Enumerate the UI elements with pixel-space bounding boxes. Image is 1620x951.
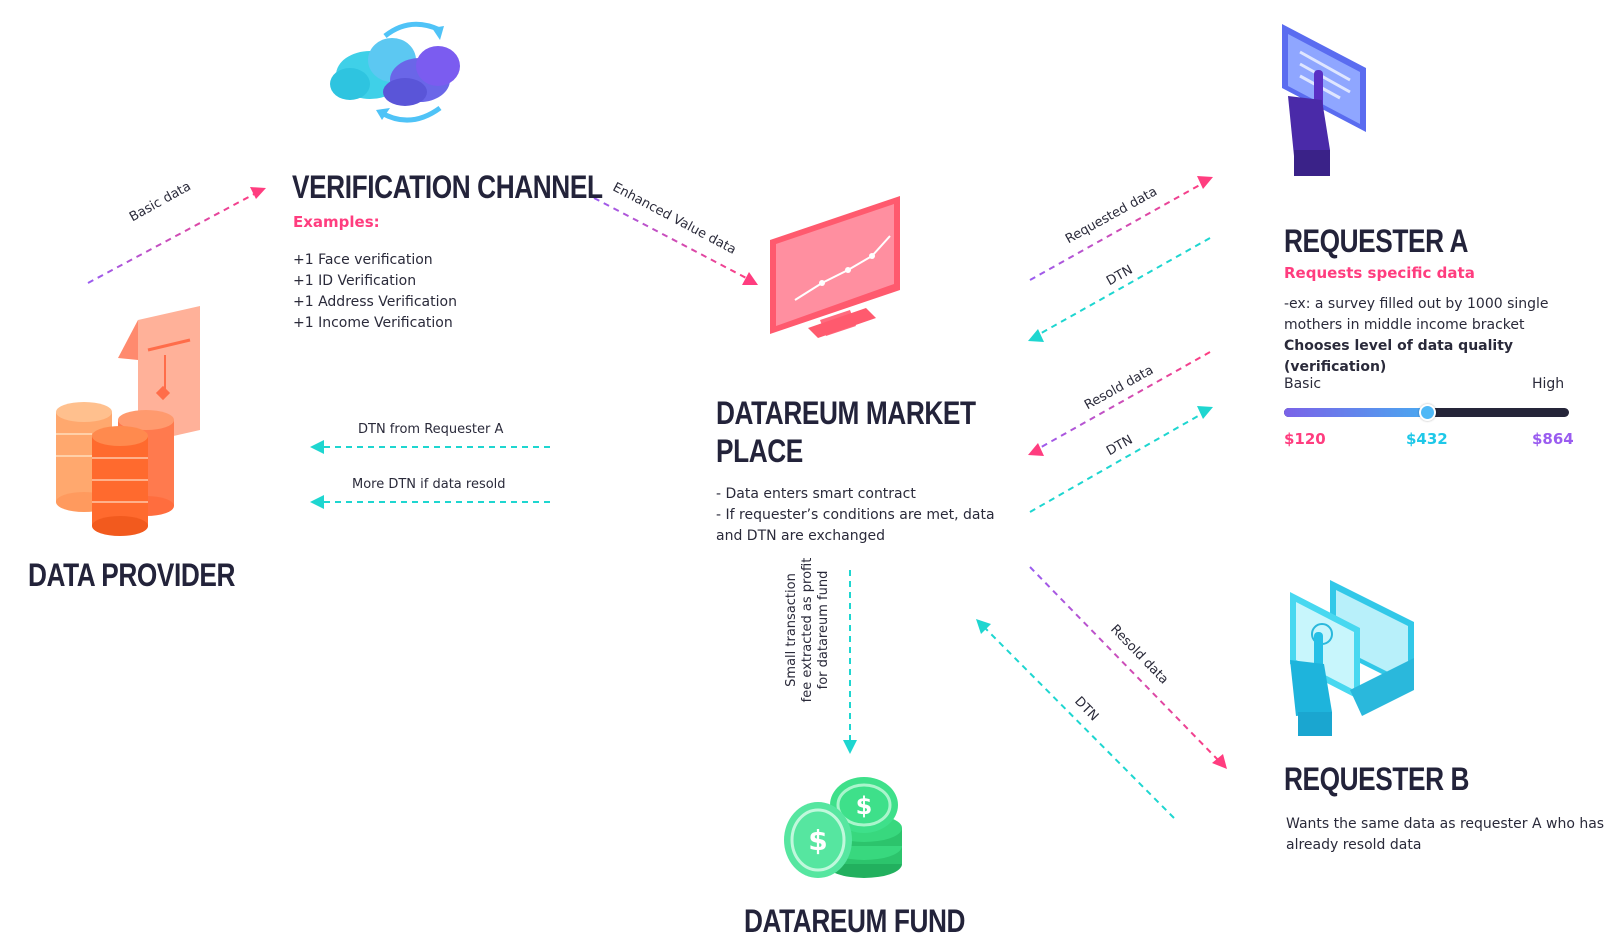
requester-b-title: REQUESTER B xyxy=(1284,761,1470,797)
coin-stack-icon: $ $ xyxy=(784,777,902,878)
verification-examples-list: +1 Face verification +1 ID Verification … xyxy=(293,250,457,334)
database-document-icon xyxy=(56,306,200,536)
verification-channel-title: VERIFICATION CHANNEL xyxy=(292,169,603,205)
arrow-more-dtn xyxy=(310,495,550,509)
marketplace-desc-line: - Data enters smart contract xyxy=(716,486,916,502)
arrow-resold-a-to-market xyxy=(1028,351,1211,456)
fee-line-1: Small transaction xyxy=(784,573,799,687)
label-transaction-fee: Small transaction fee extracted as profi… xyxy=(784,540,832,720)
touch-laptop-icon xyxy=(1290,580,1414,736)
label-dtn-from-requester-a: DTN from Requester A xyxy=(358,422,504,437)
price-mid: $432 xyxy=(1406,430,1448,448)
arrow-requested-data xyxy=(1029,176,1213,281)
requester-a-title: REQUESTER A xyxy=(1284,223,1469,259)
cloud-sync-icon xyxy=(330,21,460,123)
verification-item: +1 Address Verification xyxy=(293,294,457,310)
verification-item: +1 Income Verification xyxy=(293,315,453,331)
fee-line-3: for datareum fund xyxy=(816,570,831,690)
price-basic: $120 xyxy=(1284,430,1326,448)
arrow-enhanced-value xyxy=(593,197,758,285)
marketplace-desc-line: - If requester’s conditions are met, dat… xyxy=(716,507,995,523)
marketplace-description: - Data enters smart contract - If reques… xyxy=(716,484,995,547)
label-more-dtn: More DTN if data resold xyxy=(352,477,506,492)
fee-line-2: fee extracted as profit xyxy=(800,557,815,703)
price-high: $864 xyxy=(1532,430,1574,448)
quality-slider-fill xyxy=(1284,408,1427,417)
marketplace-desc-line: and DTN are exchanged xyxy=(716,528,885,544)
requester-a-desc-line: -ex: a survey filled out by 1000 single xyxy=(1284,296,1549,312)
slider-min-label: Basic xyxy=(1284,376,1322,392)
requester-b-desc-line: Wants the same data as requester A who h… xyxy=(1286,816,1605,832)
svg-text:$: $ xyxy=(808,824,827,857)
requester-a-desc-line: Chooses level of data quality (verificat… xyxy=(1284,338,1514,375)
requester-b-desc-line: already resold data xyxy=(1286,837,1422,853)
svg-text:$: $ xyxy=(856,792,873,820)
requester-a-subtitle: Requests specific data xyxy=(1284,264,1475,282)
marketplace-title-line1: DATAREUM MARKET xyxy=(716,395,976,431)
data-provider-title: DATA PROVIDER xyxy=(28,557,236,593)
arrow-dtn-from-requester-a xyxy=(310,440,550,454)
arrow-basic-data xyxy=(87,187,266,284)
requester-a-desc-line: mothers in middle income bracket xyxy=(1284,317,1525,333)
arrow-transaction-fee xyxy=(843,570,857,754)
datareum-fund-title: DATAREUM FUND xyxy=(744,903,966,939)
arrow-dtn-market-to-a xyxy=(1029,406,1213,513)
requester-a-description: -ex: a survey filled out by 1000 single … xyxy=(1284,294,1604,378)
arrow-resold-to-b xyxy=(1029,566,1227,769)
verification-examples-label: Examples: xyxy=(293,213,380,231)
verification-item: +1 ID Verification xyxy=(293,273,417,289)
arrow-dtn-b-to-market xyxy=(976,619,1175,819)
verification-item: +1 Face verification xyxy=(293,252,433,268)
marketplace-title-line2: PLACE xyxy=(716,433,803,469)
quality-slider[interactable] xyxy=(1284,404,1569,421)
requester-b-description: Wants the same data as requester A who h… xyxy=(1286,814,1606,856)
slider-max-label: High xyxy=(1532,376,1565,392)
touch-tablet-icon xyxy=(1282,24,1366,176)
quality-slider-knob[interactable] xyxy=(1418,404,1436,421)
arrow-dtn-a-to-market xyxy=(1028,237,1211,342)
monitor-chart-icon xyxy=(770,196,900,338)
